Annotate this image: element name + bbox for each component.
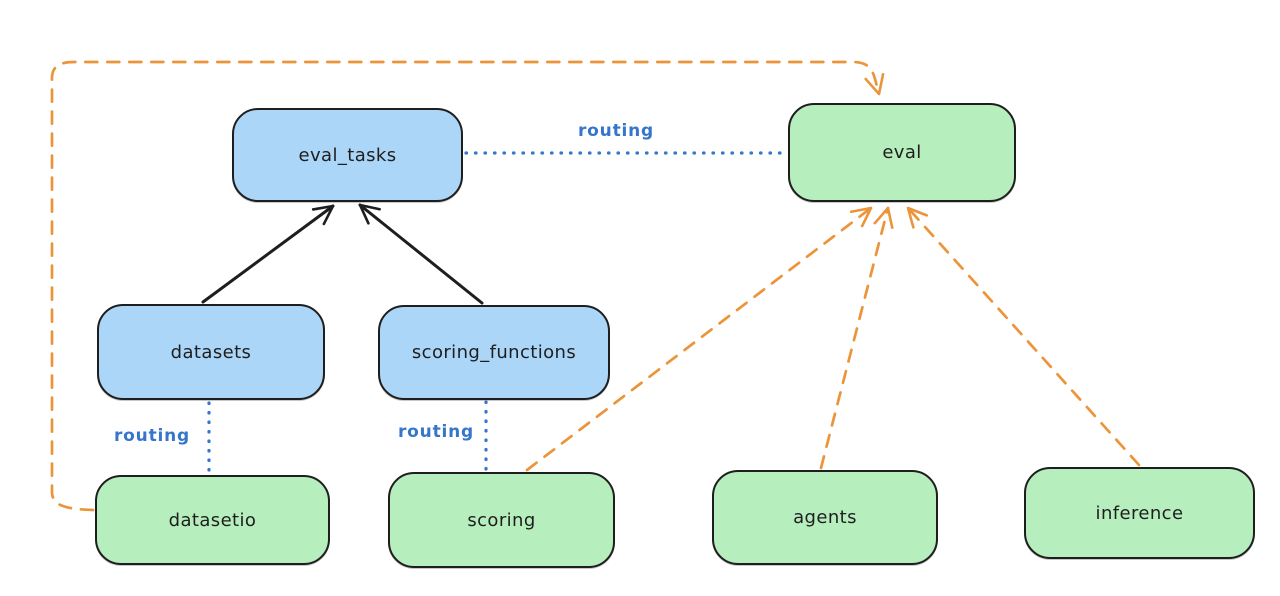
node-inference-label: inference <box>1095 502 1184 524</box>
routing-label-scoring-functions-scoring: routing <box>398 422 474 442</box>
node-eval: eval <box>788 103 1016 202</box>
routing-label-eval-tasks-eval: routing <box>578 121 654 141</box>
edge-scoring-eval <box>525 206 873 472</box>
node-scoring: scoring <box>388 472 615 568</box>
node-agents-label: agents <box>793 507 857 528</box>
node-datasets-label: datasets <box>170 341 252 363</box>
node-scoring-functions-label: scoring_functions <box>411 342 577 363</box>
node-inference: inference <box>1024 467 1255 559</box>
node-scoring-functions: scoring_functions <box>378 305 610 400</box>
edge-datasetio-eval <box>50 60 885 512</box>
edge-datasets-eval_tasks <box>201 204 335 304</box>
node-agents: agents <box>712 470 938 565</box>
edge-scoring_functions-eval_tasks <box>358 203 484 305</box>
node-datasetio-label: datasetio <box>168 509 257 531</box>
node-scoring-label: scoring <box>467 509 536 531</box>
edge-agents-eval <box>819 206 894 470</box>
node-eval-label: eval <box>882 142 922 163</box>
node-datasetio: datasetio <box>95 475 330 565</box>
routing-label-datasets-datasetio: routing <box>114 426 190 446</box>
node-eval-tasks-label: eval_tasks <box>298 144 397 166</box>
node-datasets: datasets <box>97 304 325 400</box>
node-eval-tasks: eval_tasks <box>232 108 463 202</box>
edge-inference-eval <box>906 206 1141 467</box>
